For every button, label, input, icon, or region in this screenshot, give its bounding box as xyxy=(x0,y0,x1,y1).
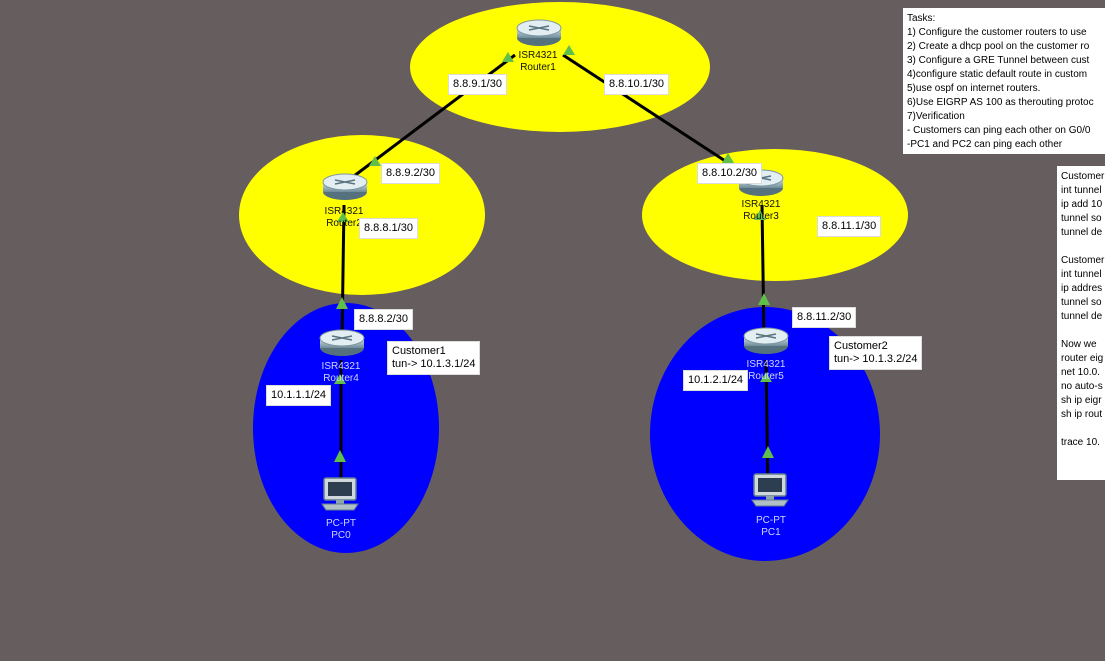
router2-model: ISR4321 xyxy=(324,206,364,217)
link-up-icon xyxy=(502,52,514,62)
router1-model: ISR4321 xyxy=(518,50,558,61)
link-router2-router4[interactable] xyxy=(340,204,346,341)
link-up-icon xyxy=(334,374,346,384)
ip-label-lan1[interactable]: 10.1.1.1/24 xyxy=(266,385,332,406)
tasks-line: 2) Create a dhcp pool on the customer ro xyxy=(907,41,1090,52)
router2-name: Router2 xyxy=(326,218,362,229)
customer1-note[interactable]: Customer1 tun-> 10.1.3.1/24 xyxy=(387,341,481,375)
link-up-icon xyxy=(336,297,348,309)
tasks-line: 4)configure static default route in cust… xyxy=(907,69,1088,80)
command-line: net 10.0. xyxy=(1061,367,1100,378)
router4-name: Router4 xyxy=(323,373,359,384)
tasks-line: 6)Use EIGRP AS 100 as therouting protoc xyxy=(907,97,1094,108)
pc1-label: PC-PT PC1 xyxy=(756,515,786,539)
router3-name: Router3 xyxy=(743,211,779,222)
router5-name: Router5 xyxy=(748,371,784,382)
command-line: Now we xyxy=(1061,339,1097,350)
router3-label: ISR4321 Router3 xyxy=(742,199,781,223)
pc1-icon[interactable] xyxy=(751,473,789,507)
command-line xyxy=(1061,422,1101,436)
router5-model: ISR4321 xyxy=(746,359,786,370)
command-line: tunnel so xyxy=(1061,213,1102,224)
link-up-icon xyxy=(754,210,766,220)
customer2-note[interactable]: Customer2 tun-> 10.1.3.2/24 xyxy=(829,336,923,370)
tasks-line: 7)Verification xyxy=(907,111,965,122)
router5-icon[interactable] xyxy=(743,327,789,354)
ip-label-r2-r1[interactable]: 8.8.9.2/30 xyxy=(381,163,440,184)
ip-label-r3-r5[interactable]: 8.8.11.1/30 xyxy=(817,216,882,237)
router3-model: ISR4321 xyxy=(741,199,781,210)
tasks-line: 1) Configure the customer routers to use xyxy=(907,27,1087,38)
command-line: tunnel de xyxy=(1061,227,1103,238)
command-line: Customer xyxy=(1061,171,1105,182)
router2-label: ISR4321 Router2 xyxy=(325,206,364,230)
pc1-name: PC1 xyxy=(761,527,781,538)
command-line: int tunnel xyxy=(1061,185,1102,196)
ip-label-r5-r3[interactable]: 8.8.11.2/30 xyxy=(792,307,857,328)
link-up-icon xyxy=(760,372,772,382)
pc0-label: PC-PT PC0 xyxy=(326,518,356,542)
command-line: int tunnel xyxy=(1061,269,1102,280)
link-up-icon xyxy=(762,446,774,458)
command-line: sh ip eigr xyxy=(1061,395,1102,406)
router4-label: ISR4321 Router4 xyxy=(322,361,361,385)
router4-model: ISR4321 xyxy=(321,361,361,372)
tasks-line: - Customers can ping each other on G0/0 xyxy=(907,125,1091,136)
command-line: router eig xyxy=(1061,353,1104,364)
tasks-line: Tasks: xyxy=(907,13,936,24)
ip-label-r2-r4[interactable]: 8.8.8.1/30 xyxy=(359,218,418,239)
link-status-indicators xyxy=(334,45,774,462)
pc0-icon[interactable] xyxy=(321,477,359,511)
router1-icon[interactable] xyxy=(516,19,562,46)
link-up-icon xyxy=(369,156,381,166)
tasks-note[interactable]: Tasks: 1) Configure the customer routers… xyxy=(903,8,1105,154)
ip-label-r1-r2[interactable]: 8.8.9.1/30 xyxy=(448,74,507,95)
router1-name: Router1 xyxy=(520,62,556,73)
router1-label: ISR4321 Router1 xyxy=(519,50,558,74)
link-up-icon xyxy=(334,450,346,462)
command-line: Customer xyxy=(1061,255,1105,266)
tasks-line: -PC1 and PC2 can ping each other xyxy=(907,139,1063,150)
command-line: sh ip rout xyxy=(1061,409,1103,420)
command-line: tunnel de xyxy=(1061,311,1103,322)
link-router3-router5[interactable] xyxy=(760,204,766,341)
pc0-model: PC-PT xyxy=(326,518,356,529)
router5-label: ISR4321 Router5 xyxy=(747,359,786,383)
commands-note[interactable]: Customer int tunnel ip add 10 tunnel so … xyxy=(1057,166,1105,480)
tasks-line: 5)use ospf on internet routers. xyxy=(907,83,1041,94)
command-line: trace 10. xyxy=(1061,437,1100,448)
command-line: ip add 10 xyxy=(1061,199,1103,210)
command-line: no auto-s xyxy=(1061,381,1103,392)
ip-label-lan2[interactable]: 10.1.2.1/24 xyxy=(683,370,749,391)
command-line xyxy=(1061,240,1101,254)
ip-label-r3-r1[interactable]: 8.8.10.2/30 xyxy=(697,163,763,184)
pc1-model: PC-PT xyxy=(756,515,786,526)
internet-zone-top[interactable] xyxy=(410,2,710,132)
link-up-icon xyxy=(337,212,349,222)
command-line xyxy=(1061,324,1101,338)
pc0-name: PC0 xyxy=(331,530,351,541)
ip-label-r4-r2[interactable]: 8.8.8.2/30 xyxy=(354,309,413,330)
router4-icon[interactable] xyxy=(319,329,365,356)
link-up-icon xyxy=(563,45,575,55)
link-up-icon xyxy=(758,293,770,305)
ip-label-r1-r3[interactable]: 8.8.10.1/30 xyxy=(604,74,670,95)
command-line: ip addres xyxy=(1061,283,1103,294)
link-up-icon xyxy=(722,153,734,163)
command-line: tunnel so xyxy=(1061,297,1102,308)
tasks-line: 3) Configure a GRE Tunnel between cust xyxy=(907,55,1090,66)
router2-icon[interactable] xyxy=(322,173,368,200)
